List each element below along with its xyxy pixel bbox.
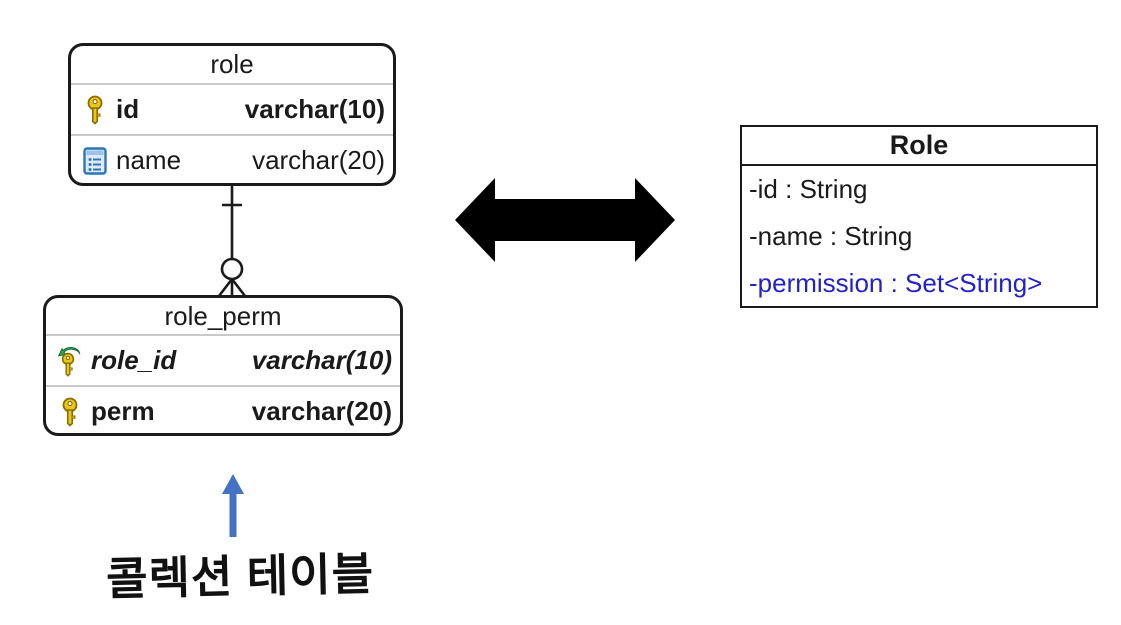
er-table-role: role id varchar(10) [68,43,396,186]
annotation-label: 콜렉션 테이블 [105,548,375,605]
primary-key-icon [79,95,111,125]
column-type: varchar(20) [252,145,385,175]
column-name: perm [91,396,155,426]
primary-key-icon [54,397,86,427]
er-table-role-perm: role_perm role_id varchar(10) [43,295,403,436]
column-name: role_id [91,345,177,375]
uml-class-title: Role [742,127,1096,166]
annotation-arrow-icon [222,474,244,537]
er-table-role-perm-title: role_perm [46,298,400,336]
bidirectional-arrow [455,178,675,262]
uml-attribute-permission: -permission : Set<String> [749,268,1043,298]
er-table-role-title: role [71,46,393,85]
er-column-row: perm varchar(20) [46,385,400,433]
column-name: name [116,145,182,175]
uml-attribute: -name : String [749,221,913,251]
er-column-row: name varchar(20) [71,134,393,183]
column-type: varchar(10) [251,345,392,375]
column-icon [79,146,111,175]
uml-class-role: Role -id : String -name : String -permis… [740,125,1098,308]
uml-attribute: -id : String [749,174,868,204]
relationship-connector [217,185,247,297]
er-column-row: id varchar(10) [71,85,393,134]
column-name: id [116,94,140,124]
er-column-row: role_id varchar(10) [46,336,400,385]
foreign-key-icon [54,345,86,377]
column-type: varchar(20) [251,396,392,426]
column-type: varchar(10) [244,94,385,124]
